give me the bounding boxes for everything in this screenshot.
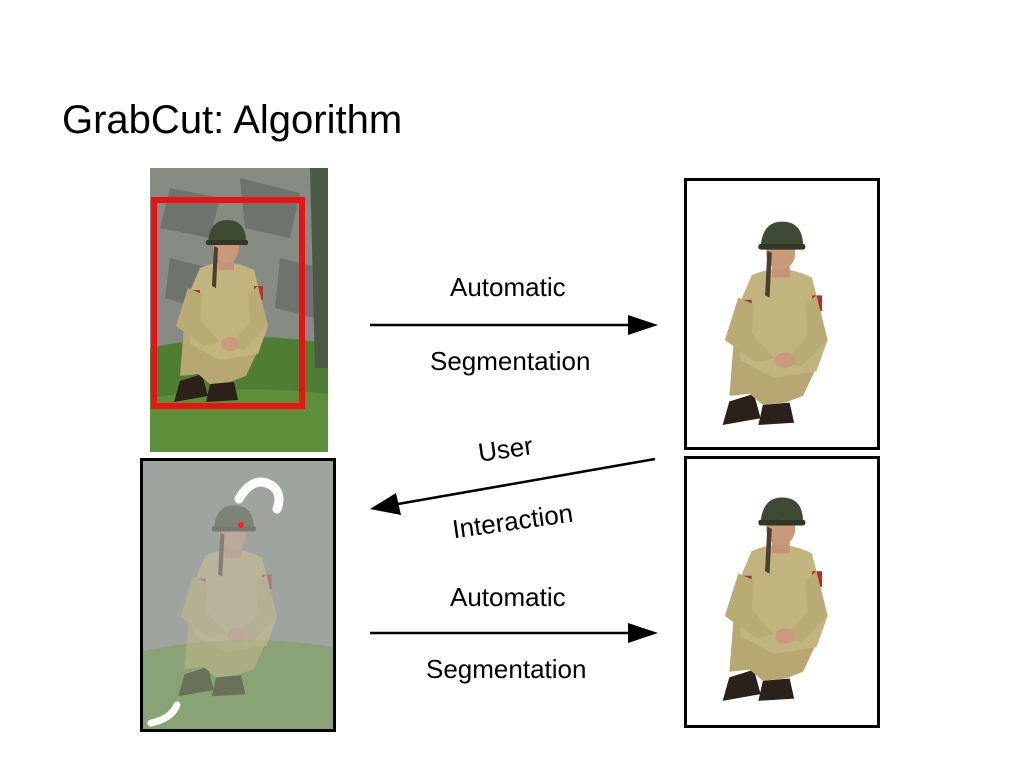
- segmentation-result-1: [684, 178, 880, 450]
- step3-label-bottom: Segmentation: [426, 654, 587, 684]
- step1-arrow-right: [370, 315, 658, 335]
- user-edited-image: [140, 458, 336, 732]
- slide-title: GrabCut: Algorithm: [62, 98, 403, 142]
- input-image-with-bounding-box: [150, 168, 328, 452]
- step1-label-bottom: Segmentation: [430, 346, 591, 376]
- step1-label-top: Automatic: [450, 272, 566, 302]
- step2-arrow-left: [370, 457, 656, 515]
- step3-label-top: Automatic: [450, 582, 566, 612]
- segmentation-result-2: [684, 456, 880, 728]
- step3-arrow-right: [370, 623, 658, 643]
